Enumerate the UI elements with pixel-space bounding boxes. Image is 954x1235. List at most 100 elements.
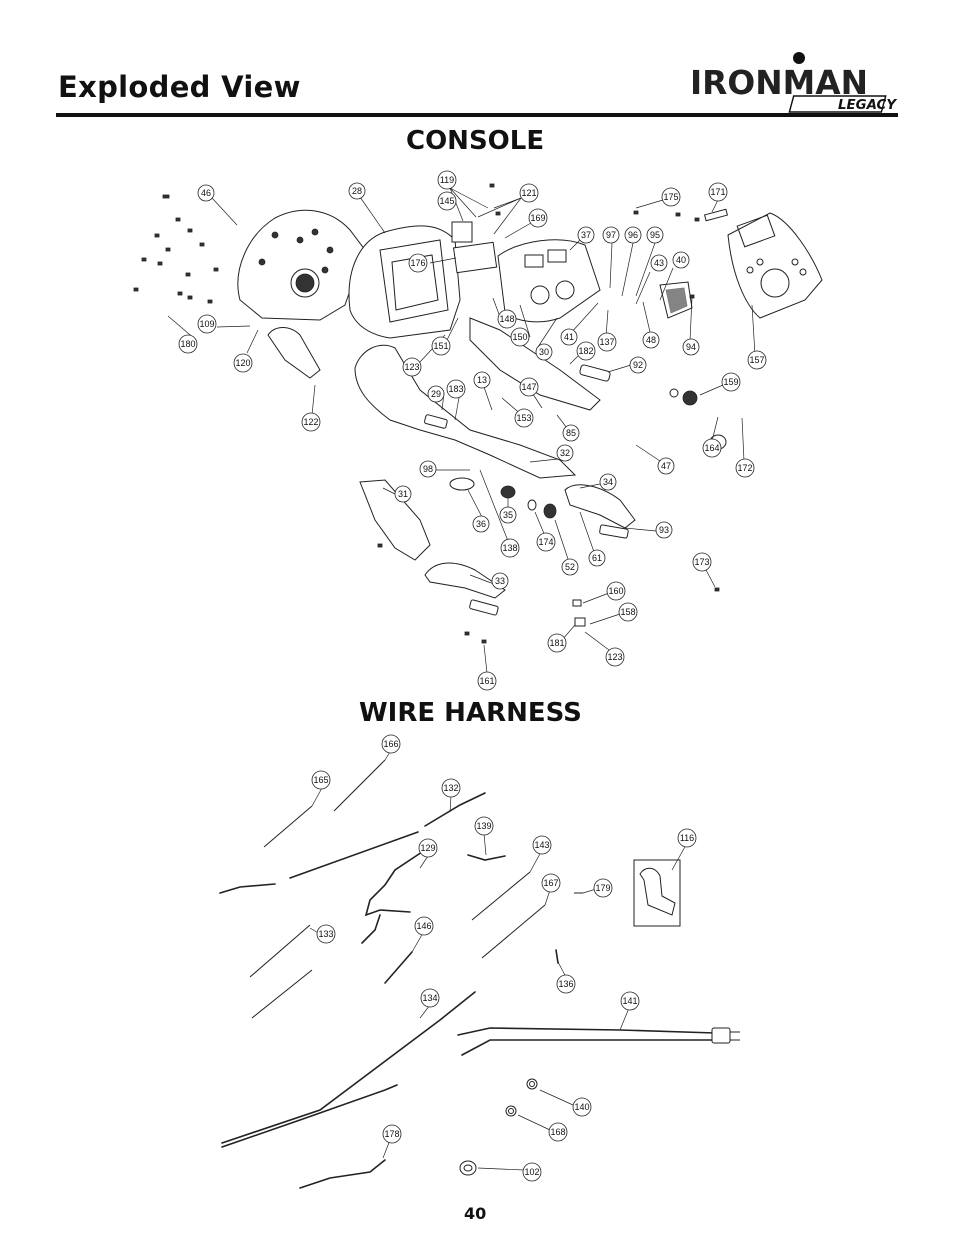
harness-callout-146: 146	[414, 916, 434, 936]
inset-frame-116	[633, 859, 681, 927]
console-callout-173: 173	[692, 552, 712, 572]
console-callout-147: 147	[519, 377, 539, 397]
console-callout-109: 109	[197, 314, 217, 334]
harness-callout-134: 134	[420, 988, 440, 1008]
console-callout-label: 109	[199, 319, 214, 329]
console-callout-label: 147	[521, 382, 536, 392]
console-callout-label: 150	[512, 332, 527, 342]
harness-callout-label: 133	[318, 929, 333, 939]
console-callout-93: 93	[655, 521, 673, 539]
page-number: 40	[464, 1204, 487, 1223]
console-callout-label: 97	[606, 230, 616, 240]
console-callout-46: 46	[197, 184, 215, 202]
console-callout-label: 28	[352, 186, 362, 196]
console-callout-47: 47	[657, 457, 675, 475]
ironman-logo: IRONMAN LEGACY	[690, 52, 898, 113]
console-callout-28: 28	[348, 182, 366, 200]
harness-callout-143: 143	[532, 835, 552, 855]
console-callout-label: 148	[499, 314, 514, 324]
console-callout-label: 119	[440, 175, 454, 185]
console-callout-label: 48	[646, 335, 656, 345]
console-callout-label: 123	[607, 652, 622, 662]
console-callout-161: 161	[477, 671, 497, 691]
harness-callout-label: 136	[558, 979, 573, 989]
wire-harness-section-title: WIRE HARNESS	[359, 698, 582, 728]
console-callout-label: 122	[303, 417, 318, 427]
front-bezel	[348, 225, 461, 339]
harness-callout-179: 179	[593, 878, 613, 898]
harness-callout-label: 179	[595, 883, 610, 893]
console-callout-33: 33	[491, 572, 509, 590]
console-callout-96: 96	[624, 226, 642, 244]
console-callout-label: 40	[676, 255, 686, 265]
console-callout-label: 182	[578, 346, 593, 356]
harness-callout-label: 146	[416, 921, 431, 931]
console-callout-label: 37	[581, 230, 591, 240]
console-callout-171: 171	[708, 182, 728, 202]
console-callout-183: 183	[446, 379, 466, 399]
harness-callout-141: 141	[620, 991, 640, 1011]
harness-callout-label: 167	[543, 878, 558, 888]
harness-callout-label: 116	[680, 833, 694, 843]
console-callout-label: 157	[749, 355, 764, 365]
console-callout-label: 176	[410, 258, 425, 268]
harness-callout-129: 129	[418, 838, 438, 858]
harness-callout-label: 140	[574, 1102, 589, 1112]
console-callout-145: 145	[437, 191, 457, 211]
console-callout-label: 123	[404, 362, 419, 372]
console-callout-label: 153	[516, 413, 531, 423]
console-section-title: CONSOLE	[406, 126, 545, 156]
harness-callout-label: 166	[383, 739, 398, 749]
console-callout-164: 164	[702, 438, 722, 458]
console-callout-label: 31	[398, 489, 408, 499]
harness-callout-116: 116	[677, 828, 697, 848]
console-callout-35: 35	[499, 506, 517, 524]
console-callout-150: 150	[510, 327, 530, 347]
console-callout-label: 92	[633, 360, 643, 370]
harness-callout-label: 139	[476, 821, 491, 831]
harness-callout-140: 140	[572, 1097, 592, 1117]
console-callout-52: 52	[561, 558, 579, 576]
console-callout-120: 120	[233, 353, 253, 373]
harness-callout-label: 168	[550, 1127, 565, 1137]
console-callout-160: 160	[606, 581, 626, 601]
console-callout-36: 36	[472, 515, 490, 533]
console-pcb	[497, 239, 601, 323]
console-callout-label: 95	[650, 230, 660, 240]
console-callout-label: 35	[503, 510, 513, 520]
console-callout-159: 159	[721, 372, 741, 392]
console-callout-label: 145	[439, 196, 454, 206]
harness-callout-label: 178	[384, 1129, 399, 1139]
harness-callouts: 166 165 132 139 129 143 167 179 116 133 146 136 134 1…	[311, 734, 697, 1182]
console-callout-label: 30	[539, 347, 549, 357]
console-callout-29: 29	[427, 385, 445, 403]
console-callout-182: 182	[576, 341, 596, 361]
console-callout-label: 29	[431, 389, 441, 399]
harness-callout-136: 136	[556, 974, 576, 994]
harness-drawing	[219, 759, 740, 1189]
console-callout-label: 61	[592, 553, 602, 563]
console-callout-label: 174	[538, 537, 553, 547]
harness-callout-label: 134	[422, 993, 437, 1003]
console-callout-label: 164	[704, 443, 719, 453]
console-callout-95: 95	[646, 226, 664, 244]
console-overlay	[727, 212, 823, 319]
console-callout-label: 161	[479, 676, 494, 686]
console-callout-label: 120	[235, 358, 250, 368]
console-callout-label: 34	[603, 477, 613, 487]
console-callout-34: 34	[599, 473, 617, 491]
console-callout-label: 159	[723, 377, 738, 387]
harness-callout-165: 165	[311, 770, 331, 790]
harness-callout-label: 141	[622, 996, 637, 1006]
console-callout-97: 97	[602, 226, 620, 244]
console-frame	[354, 344, 577, 479]
harness-callout-label: 102	[524, 1167, 539, 1177]
harness-callout-178: 178	[382, 1124, 402, 1144]
rear-shroud	[237, 209, 366, 321]
harness-callout-132: 132	[441, 778, 461, 798]
console-callout-94: 94	[682, 338, 700, 356]
console-callout-32: 32	[556, 444, 574, 462]
console-callout-48: 48	[642, 331, 660, 349]
